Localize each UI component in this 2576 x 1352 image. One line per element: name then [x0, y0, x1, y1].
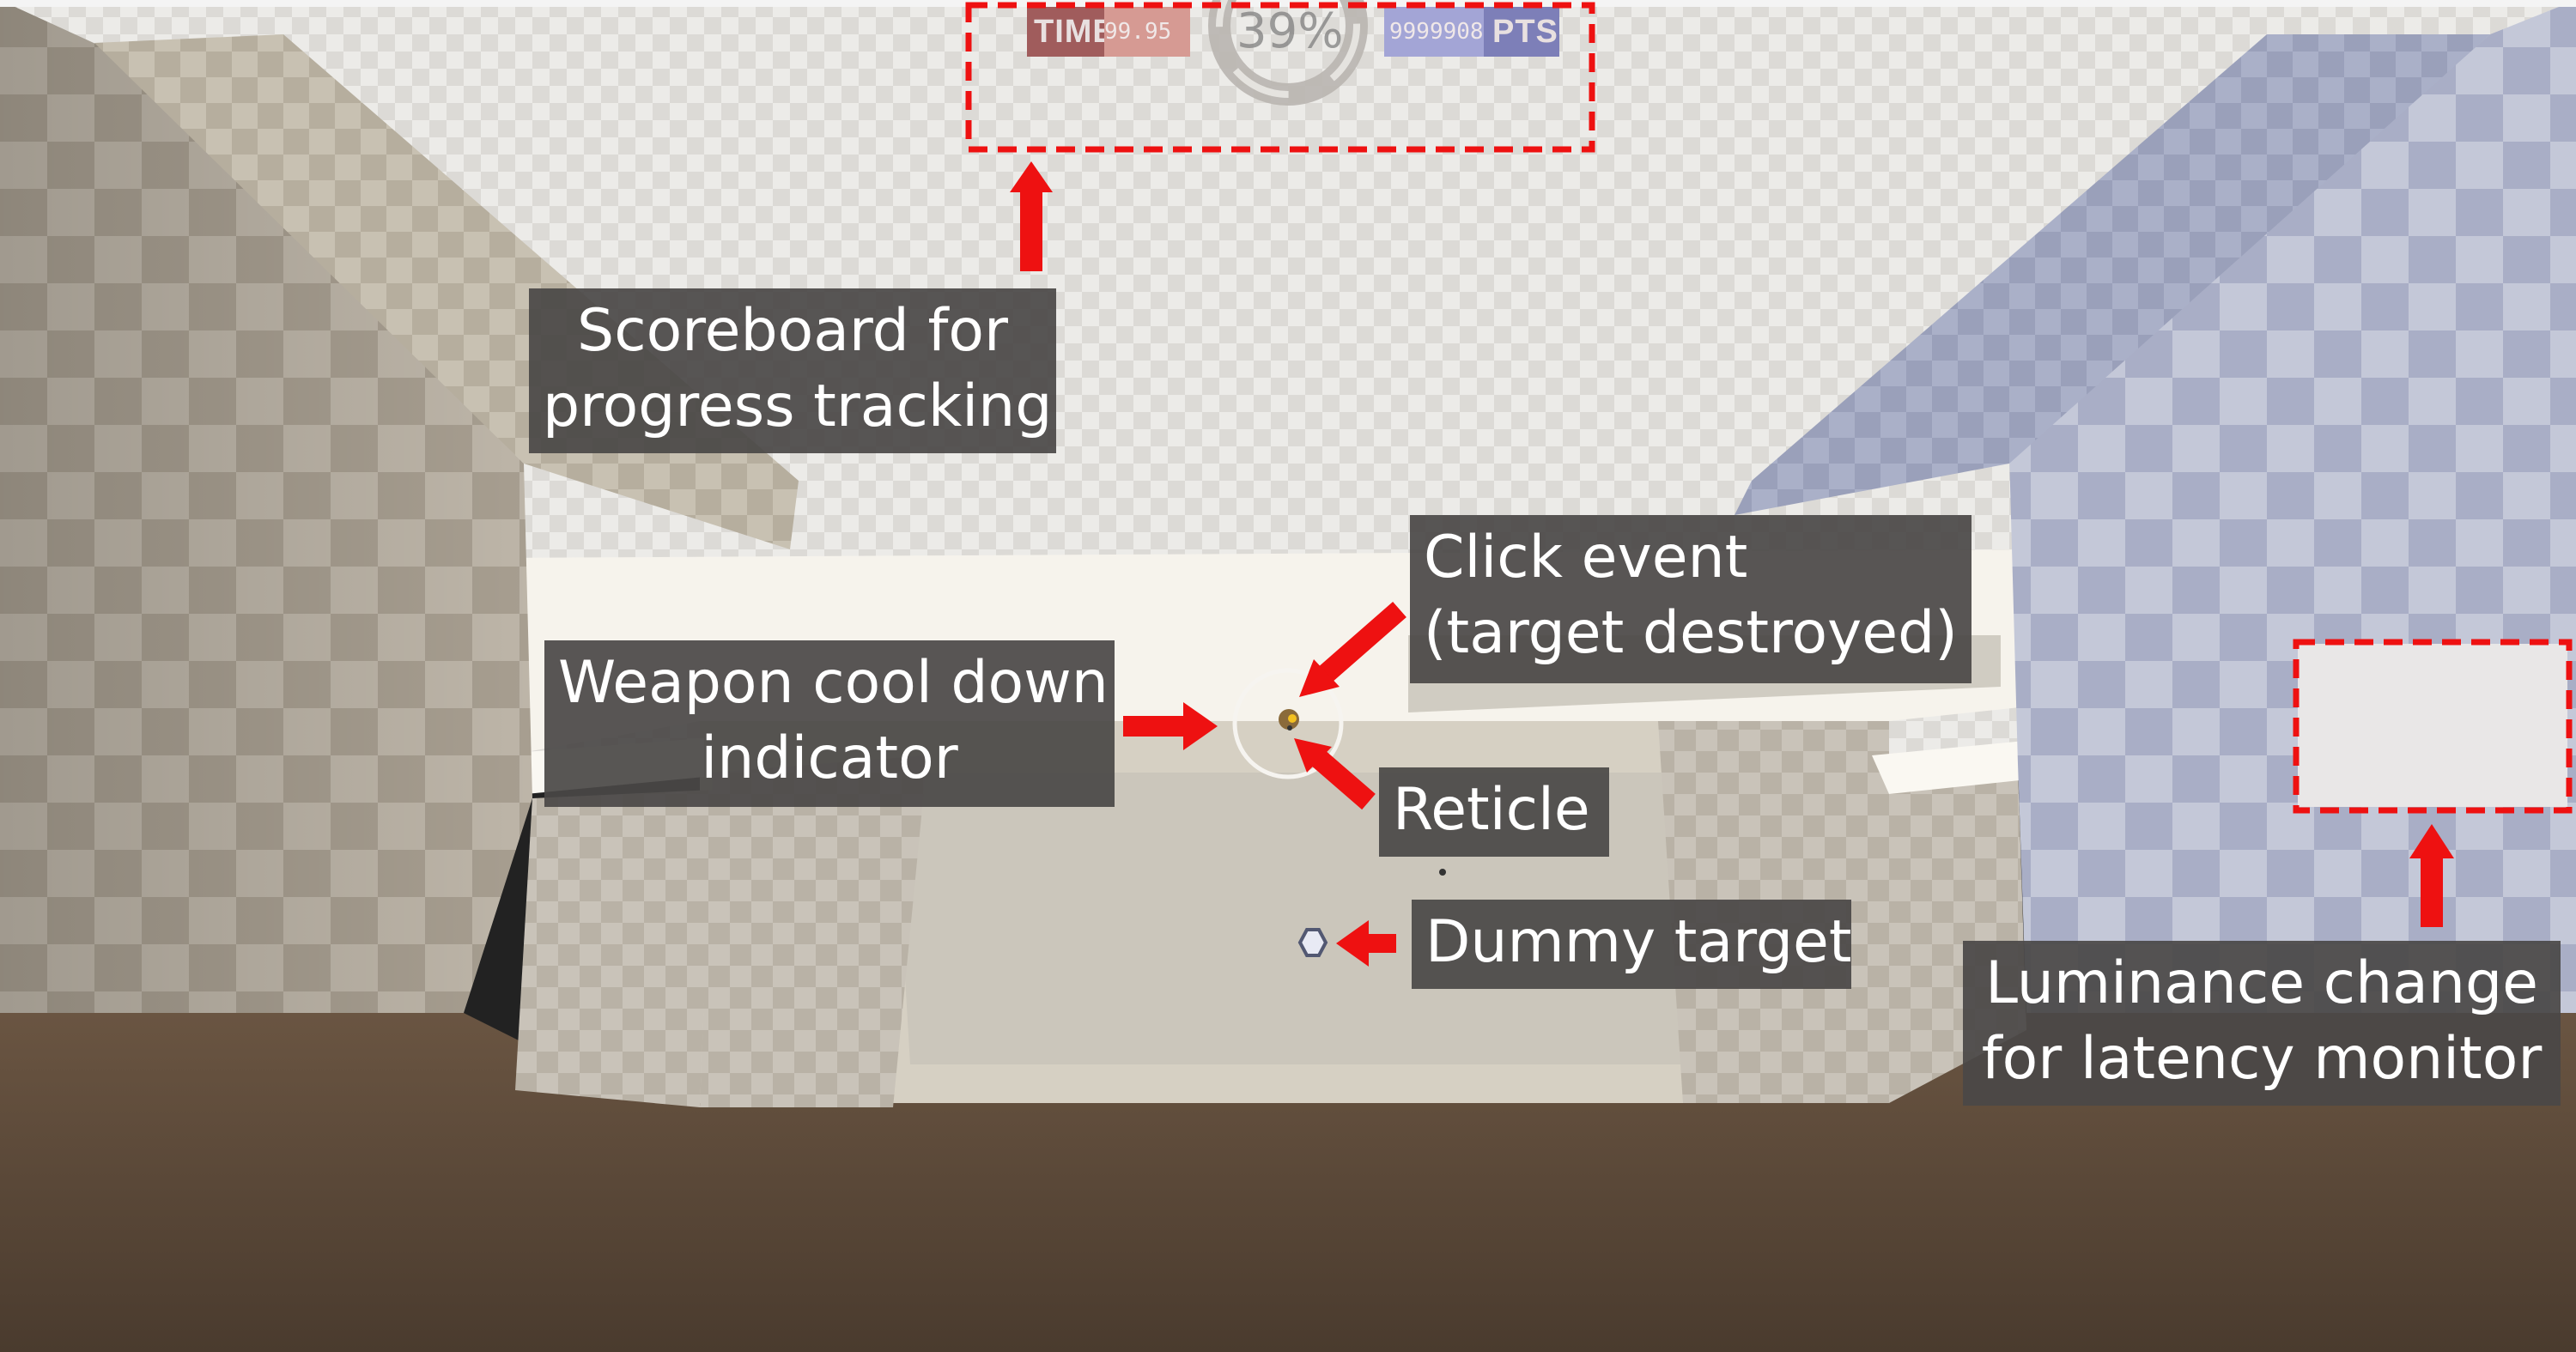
hud-time-value: 99.95 — [1104, 7, 1190, 57]
weapon-cooldown-ring — [1232, 668, 1344, 779]
dummy-target[interactable] — [1297, 928, 1328, 957]
hud-progress-text: 39% — [1236, 3, 1344, 59]
callout-latency-monitor-line-1: Luminance change — [1985, 949, 2538, 1017]
callout-latency-monitor: Luminance change for latency monitor — [1963, 941, 2561, 1106]
callout-scoreboard-line-1: Scoreboard for — [577, 297, 1008, 365]
callout-weapon-cooldown-line-2: indicator — [701, 725, 958, 792]
hud-points-value: 99999080 — [1384, 7, 1497, 57]
callout-reticle-text: Reticle — [1393, 776, 1590, 844]
right-ceiling-beam — [1735, 34, 2490, 515]
callout-click-event-line-1: Click event — [1424, 524, 1748, 591]
left-pillar — [700, 755, 927, 1107]
callout-latency-monitor-line-2: for latency monitor — [1981, 1025, 2543, 1093]
callout-click-event-line-2: (target destroyed) — [1424, 599, 1958, 667]
callout-weapon-cooldown: Weapon cool down indicator — [544, 640, 1115, 807]
distant-marker — [1439, 869, 1446, 876]
right-sill — [1872, 738, 2052, 794]
callout-weapon-cooldown-line-1: Weapon cool down — [558, 649, 1109, 717]
callout-dummy-target: Dummy target — [1412, 900, 1852, 989]
callout-click-event: Click event (target destroyed) — [1410, 515, 1971, 683]
reticle — [1287, 725, 1292, 731]
hud-time-label: TIME — [1027, 7, 1115, 57]
floor — [0, 1013, 2576, 1352]
callout-reticle: Reticle — [1379, 767, 1609, 857]
callout-dummy-target-text: Dummy target — [1425, 908, 1852, 976]
left-inner-wall — [515, 790, 713, 1107]
hud-points-label: PTS — [1484, 7, 1559, 57]
latency-luminance-patch — [2298, 644, 2567, 807]
callout-scoreboard-line-2: progress tracking — [543, 373, 1053, 440]
callout-scoreboard: Scoreboard for progress tracking — [529, 288, 1056, 453]
